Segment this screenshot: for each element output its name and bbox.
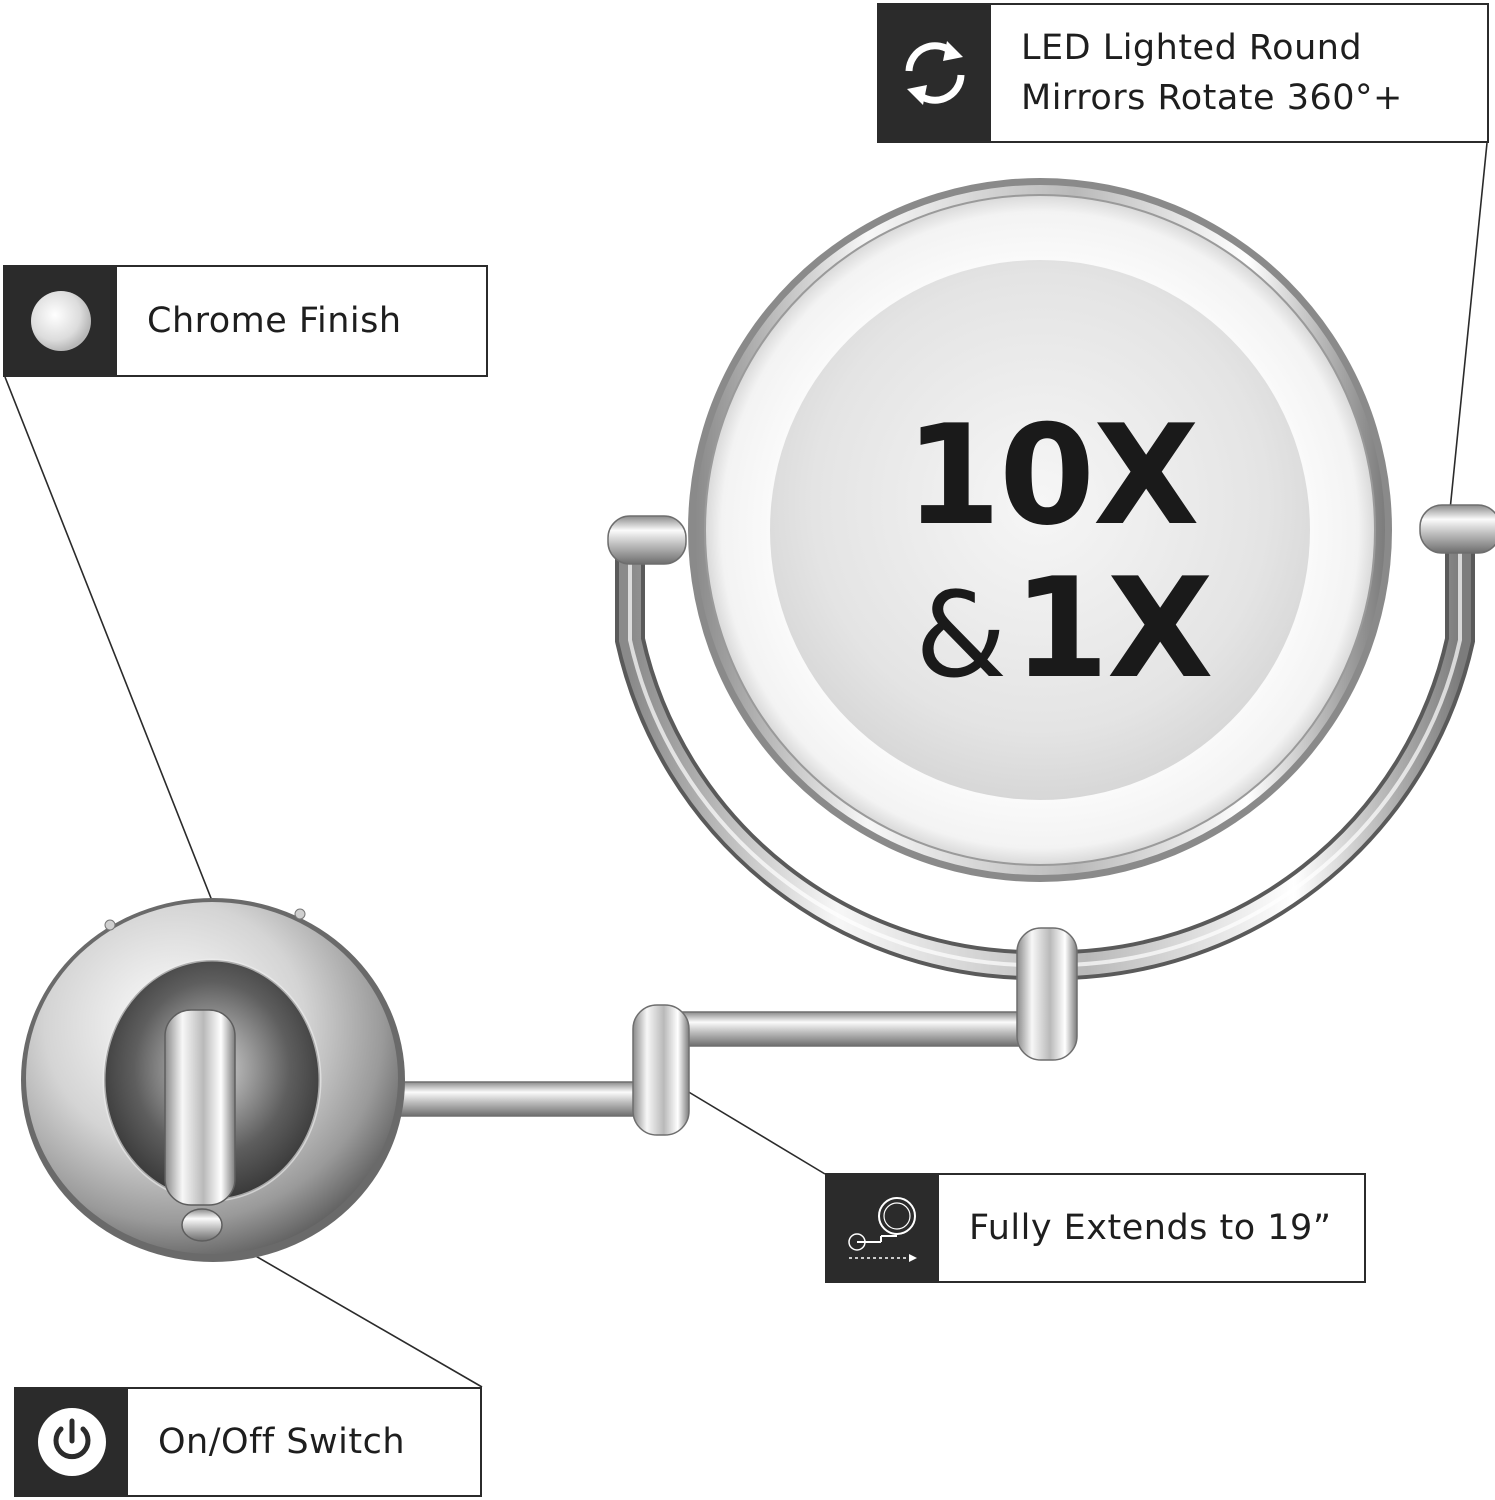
mirror-head	[688, 178, 1392, 882]
right-pivot-knob	[1419, 504, 1495, 554]
yoke-joint	[1016, 927, 1078, 1061]
callout-rotate-icon-box	[879, 5, 991, 141]
wall-plate	[21, 898, 405, 1262]
leader-line-extend	[671, 1081, 826, 1175]
hinge-column	[164, 1009, 236, 1206]
on-off-switch[interactable]	[181, 1208, 223, 1242]
callout-switch-label: On/Off Switch	[158, 1422, 406, 1462]
rotate-arrows-icon	[905, 41, 965, 105]
leader-line-rotate	[1449, 142, 1488, 511]
callout-chrome-icon-box	[5, 267, 117, 375]
elbow-joint	[632, 1004, 690, 1136]
magnification-primary: 10X	[905, 395, 1199, 556]
chrome-circle-icon	[31, 291, 91, 351]
callout-rotate-line2: Mirrors Rotate 360°+	[1021, 78, 1403, 118]
callout-switch: On/Off Switch	[14, 1387, 482, 1497]
extend-arm-icon	[848, 1197, 917, 1262]
magnification-secondary: &1X	[915, 548, 1213, 709]
leader-line-chrome	[4, 376, 223, 927]
callout-rotate-line1: LED Lighted Round	[1021, 28, 1363, 68]
callout-extend-label: Fully Extends to 19”	[969, 1208, 1332, 1248]
callout-chrome: Chrome Finish	[3, 265, 488, 377]
power-icon	[38, 1408, 106, 1476]
callout-extend: Fully Extends to 19”	[825, 1173, 1366, 1283]
callout-chrome-label: Chrome Finish	[147, 301, 402, 341]
callout-rotate-label: LED Lighted Round Mirrors Rotate 360°+	[991, 5, 1403, 141]
magnification-ampersand: &	[915, 566, 1007, 704]
mirror-glass	[770, 260, 1310, 800]
left-pivot-knob	[607, 515, 687, 565]
callout-extend-icon-box	[827, 1175, 939, 1281]
magnification-secondary-value: 1X	[1013, 548, 1213, 709]
callout-rotate: LED Lighted Round Mirrors Rotate 360°+	[877, 3, 1489, 143]
callout-switch-icon-box	[16, 1389, 128, 1495]
